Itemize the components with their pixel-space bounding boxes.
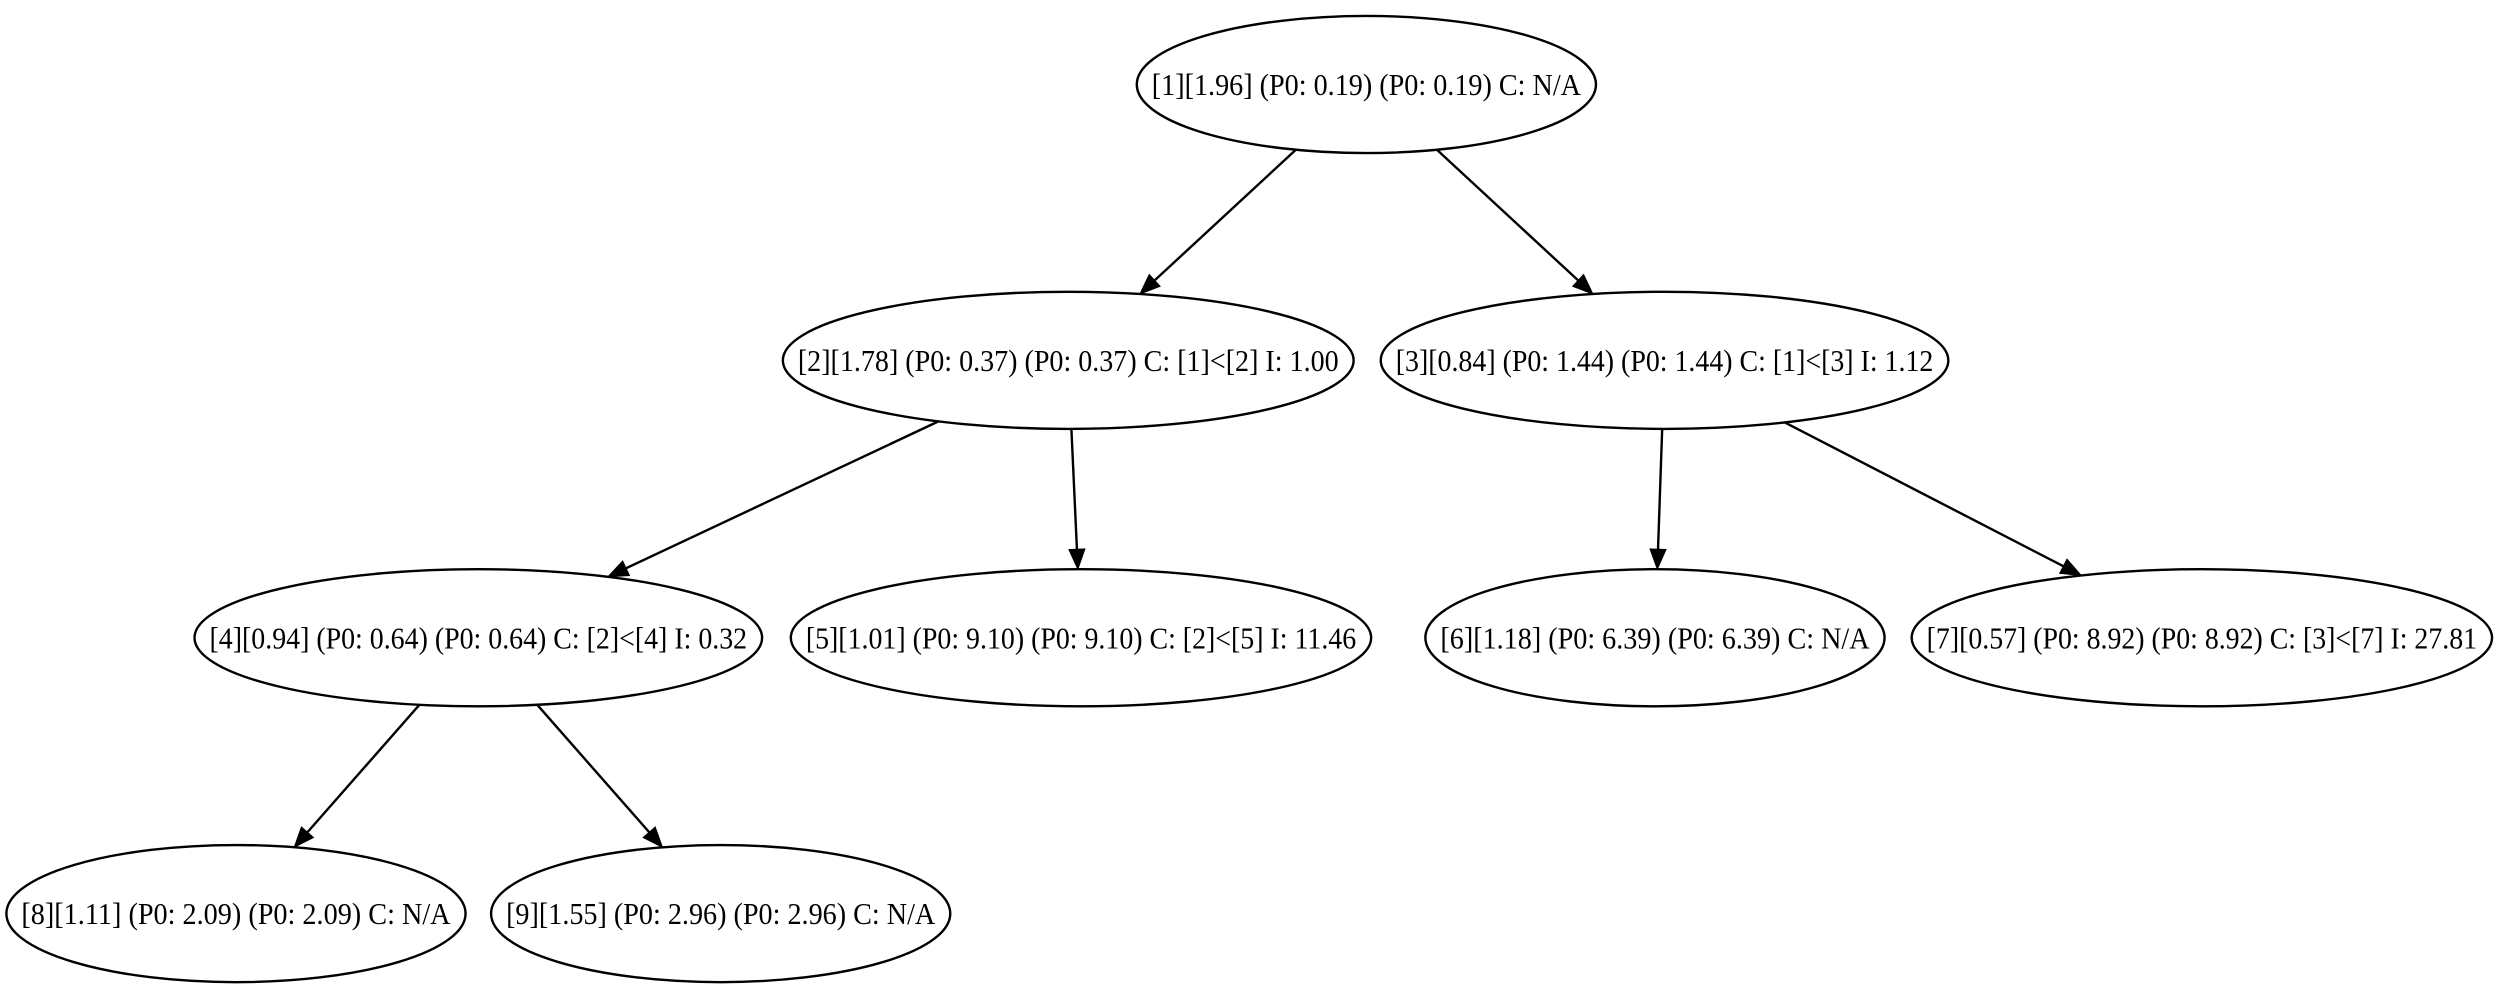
edge-line bbox=[1436, 148, 1579, 282]
node-label: [1][1.96] (P0: 0.19) (P0: 0.19) C: N/A bbox=[1152, 67, 1582, 102]
nodes-layer: [1][1.96] (P0: 0.19) (P0: 0.19) C: N/A [2… bbox=[5, 14, 2494, 984]
arrowhead-icon bbox=[293, 826, 315, 849]
node-ellipse bbox=[1424, 567, 1886, 708]
tree-node-6: [6][1.18] (P0: 6.39) (P0: 6.39) C: N/A bbox=[1424, 567, 1886, 708]
arrowhead-icon bbox=[1068, 548, 1086, 571]
tree-node-7: [7][0.57] (P0: 8.92) (P0: 8.92) C: [3]<[… bbox=[1910, 567, 2494, 708]
edge-2-4 bbox=[606, 420, 939, 578]
node-ellipse bbox=[789, 567, 1373, 708]
tree-node-9: [9][1.55] (P0: 2.96) (P0: 2.96) C: N/A bbox=[489, 843, 952, 984]
edge-1-3 bbox=[1436, 148, 1594, 295]
tree-node-8: [8][1.11] (P0: 2.09) (P0: 2.09) C: N/A bbox=[5, 843, 467, 984]
edge-2-5 bbox=[1068, 428, 1086, 571]
tree-node-1: [1][1.96] (P0: 0.19) (P0: 0.19) C: N/A bbox=[1135, 14, 1598, 155]
node-ellipse bbox=[489, 843, 952, 984]
edge-3-6 bbox=[1649, 428, 1667, 571]
node-label: [4][0.94] (P0: 0.64) (P0: 0.64) C: [2]<[… bbox=[210, 620, 748, 655]
arrowhead-icon bbox=[2058, 558, 2083, 577]
arrowhead-icon bbox=[642, 826, 664, 849]
node-ellipse bbox=[1135, 14, 1598, 155]
node-ellipse bbox=[193, 567, 764, 708]
edge-line bbox=[1153, 148, 1297, 282]
arrowhead-icon bbox=[606, 560, 631, 578]
edges-layer bbox=[293, 148, 2083, 849]
node-ellipse bbox=[781, 290, 1355, 431]
edge-4-8 bbox=[293, 704, 421, 849]
node-label: [2][1.78] (P0: 0.37) (P0: 0.37) C: [1]<[… bbox=[798, 343, 1339, 378]
node-ellipse bbox=[5, 843, 467, 984]
node-label: [9][1.55] (P0: 2.96) (P0: 2.96) C: N/A bbox=[506, 896, 936, 931]
edge-line bbox=[1070, 428, 1079, 550]
edge-line bbox=[1784, 421, 2064, 568]
node-label: [5][1.01] (P0: 9.10) (P0: 9.10) C: [2]<[… bbox=[806, 620, 1356, 655]
node-label: [7][0.57] (P0: 8.92) (P0: 8.92) C: [3]<[… bbox=[1927, 620, 2477, 655]
tree-node-2: [2][1.78] (P0: 0.37) (P0: 0.37) C: [1]<[… bbox=[781, 290, 1355, 431]
node-label: [6][1.18] (P0: 6.39) (P0: 6.39) C: N/A bbox=[1440, 620, 1870, 655]
node-label: [8][1.11] (P0: 2.09) (P0: 2.09) C: N/A bbox=[21, 896, 451, 931]
node-ellipse bbox=[1910, 567, 2494, 708]
edge-1-2 bbox=[1138, 148, 1297, 295]
edge-line bbox=[536, 704, 651, 834]
tree-node-4: [4][0.94] (P0: 0.64) (P0: 0.64) C: [2]<[… bbox=[193, 567, 764, 708]
tree-node-5: [5][1.01] (P0: 9.10) (P0: 9.10) C: [2]<[… bbox=[789, 567, 1373, 708]
edge-line bbox=[306, 704, 421, 834]
node-label: [3][0.84] (P0: 1.44) (P0: 1.44) C: [1]<[… bbox=[1396, 343, 1934, 378]
tree-node-3: [3][0.84] (P0: 1.44) (P0: 1.44) C: [1]<[… bbox=[1379, 290, 1950, 431]
edge-line bbox=[625, 420, 939, 570]
edge-4-9 bbox=[536, 704, 664, 849]
edge-3-7 bbox=[1784, 421, 2083, 577]
arrowhead-icon bbox=[1571, 273, 1594, 295]
edge-line bbox=[1656, 428, 1664, 550]
arrowhead-icon bbox=[1138, 273, 1161, 295]
arrowhead-icon bbox=[1649, 548, 1667, 571]
node-ellipse bbox=[1379, 290, 1950, 431]
